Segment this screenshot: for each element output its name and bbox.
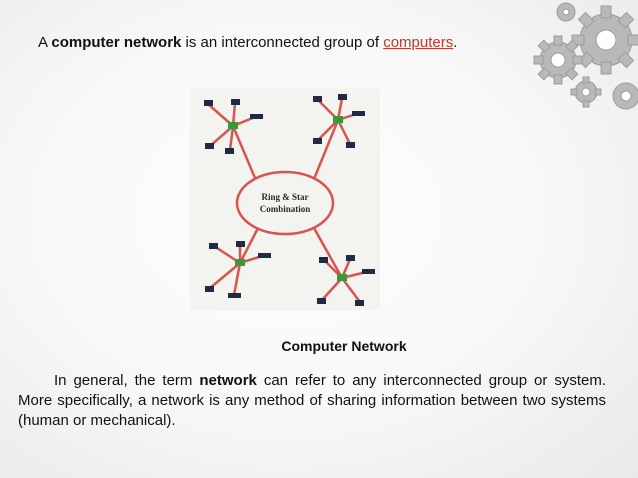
diagram-caption: Computer Network bbox=[281, 338, 407, 354]
paragraph-bold-term: network bbox=[199, 372, 257, 389]
hub-icon bbox=[337, 274, 347, 281]
intro-sentence: A computer network is an interconnected … bbox=[38, 34, 457, 51]
hub-icon bbox=[235, 259, 245, 266]
intro-prefix: A bbox=[38, 34, 52, 51]
paragraph-rest: can refer to any interconnected group or… bbox=[18, 372, 606, 429]
hub-icon bbox=[333, 116, 343, 123]
intro-middle: is an interconnected group of bbox=[181, 34, 384, 51]
ring-label-line1: Ring & Star bbox=[262, 192, 309, 202]
gears-decoration-icon bbox=[533, 2, 638, 110]
intro-suffix: . bbox=[453, 34, 458, 51]
network-diagram: Ring & Star Combination bbox=[190, 88, 380, 310]
hub-icon bbox=[228, 122, 238, 129]
paragraph-prefix: In general, the term bbox=[54, 372, 200, 389]
ring-label-line2: Combination bbox=[260, 204, 311, 214]
computers-link[interactable]: computers bbox=[383, 34, 454, 51]
intro-bold-term: computer network bbox=[51, 34, 182, 51]
body-paragraph: In general, the term network can refer t… bbox=[18, 371, 606, 431]
